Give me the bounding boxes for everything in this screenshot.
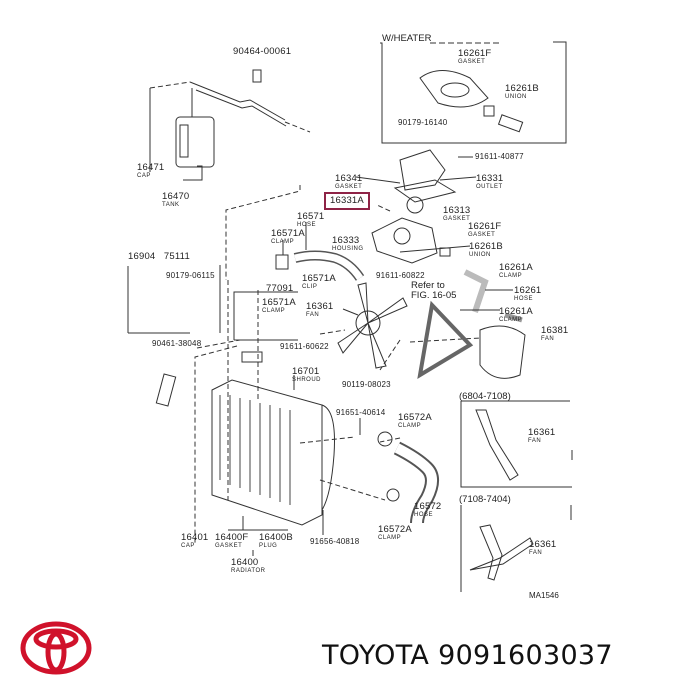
part-label: 90464-00061 [233,46,292,57]
figure-code: MA1546 [529,591,559,600]
part-label: 91651-40614 [336,408,386,417]
brand-part-caption: TOYOTA 9091603037 [322,640,613,671]
part-label: 90179-06115 [166,271,215,280]
part-number: 9091603037 [438,640,613,671]
refer-figure: FIG. 16-05 [411,290,457,301]
heater-variant-header: W/HEATER [382,33,432,44]
part-label: 90119-08023 [342,380,391,389]
part-label: 91611-60822 [376,271,425,280]
part-label: 90461-38048 [152,339,202,348]
upper-hose-icon [275,250,365,281]
fan-variant-a-header: (6804-7108) [459,391,511,402]
highlighted-part-label[interactable]: 16331A [324,192,370,210]
refer-text: Refer to [411,280,445,291]
part-label: 91611-40877 [475,152,524,161]
fan-variant-b-header: (7108-7404) [459,494,511,505]
heater-gasket-icon [419,70,524,133]
part-label: 91656-40818 [310,537,360,546]
fan-icon [337,282,408,369]
part-label: 16904 75111 [128,251,190,262]
fan-variant-frame-b [460,505,572,592]
leader-lines [149,81,481,545]
part-label: 91611-60622 [280,342,329,351]
part-label: 90179-16140 [398,118,448,127]
fan-variant-a-icon [475,409,519,481]
label-leaders [228,156,513,556]
toyota-logo-icon [20,621,92,675]
reservoir-tank-icon [149,69,287,181]
brand-name: TOYOTA [322,640,430,671]
fan-variant-b-icon [469,524,534,581]
heater-frame [380,41,567,144]
lower-hose-icon [377,431,439,524]
shroud-bracket-frame [127,265,298,341]
radiator-icon [155,351,335,526]
drive-belt-icon [417,300,526,379]
fan-variant-frame-a [460,400,573,488]
part-label: 77091 [266,283,294,294]
water-outlet-icon [371,149,489,313]
